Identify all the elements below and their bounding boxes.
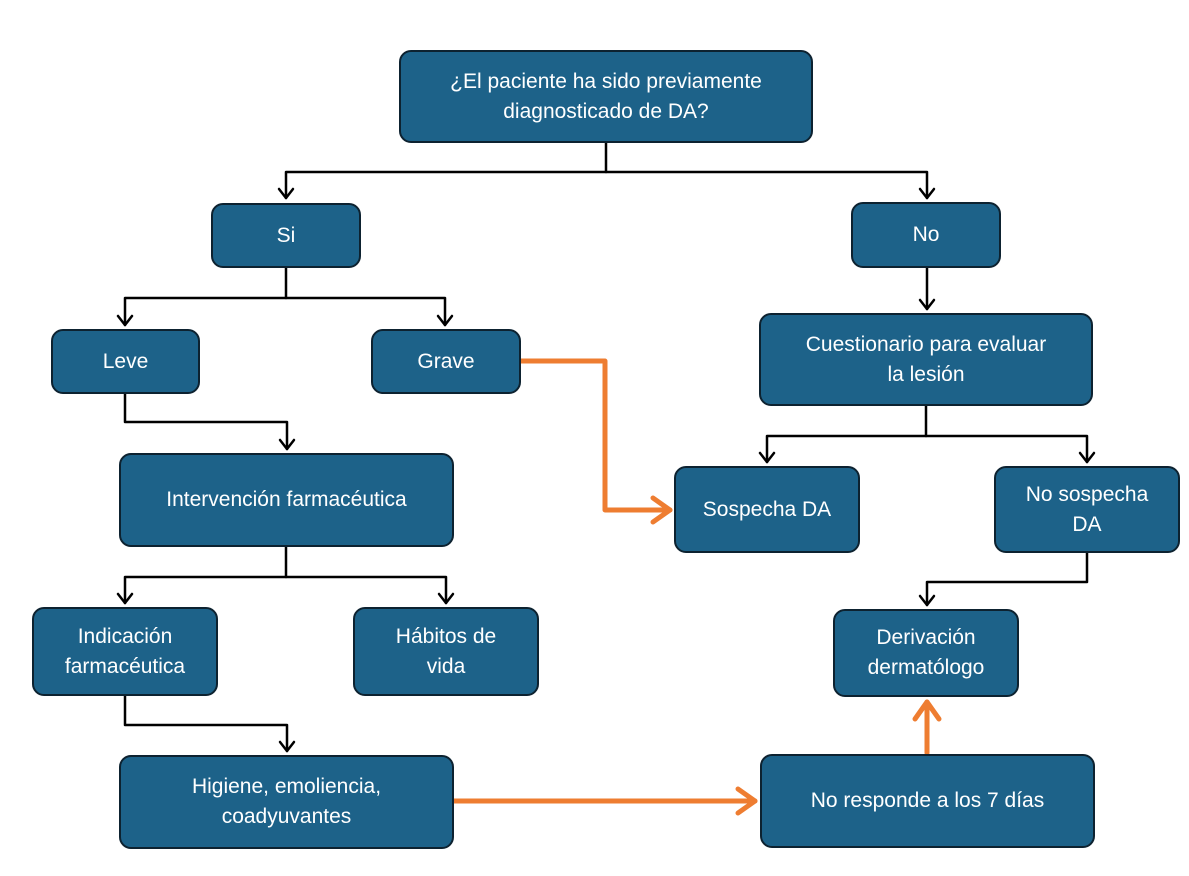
node-habitos: Hábitos de vida xyxy=(353,607,539,696)
arrowhead-no xyxy=(918,187,936,200)
arrowhead-cuestionario xyxy=(918,298,936,311)
arrowhead-derivacion xyxy=(918,594,936,607)
connector-si-leve xyxy=(123,266,288,327)
connector-cuestionario-nosospecha xyxy=(924,434,1089,464)
node-higiene: Higiene, emoliencia, coadyuvantes xyxy=(119,755,454,849)
arrowhead-highlight-sospecha xyxy=(650,495,673,525)
node-no-responde: No responde a los 7 días xyxy=(760,754,1095,848)
node-indicacion: Indicación farmacéutica xyxy=(32,607,218,696)
node-question: ¿El paciente ha sido previamente diagnos… xyxy=(399,50,813,143)
node-derivacion: Derivación dermatólogo xyxy=(833,609,1019,697)
node-si: Si xyxy=(211,203,361,268)
arrowhead-si xyxy=(277,187,295,200)
connector-intervencion-indicacion xyxy=(123,545,288,605)
connector-cuestionario-sospecha xyxy=(765,404,928,464)
arrowhead-leve xyxy=(116,314,134,327)
arrowhead-highlight-noresponde xyxy=(735,786,758,816)
arrowhead-intervencion xyxy=(278,438,296,451)
connector-intervencion-habitos xyxy=(284,575,448,605)
node-sospecha: Sospecha DA xyxy=(674,466,860,553)
arrowhead-highlight-derivacion xyxy=(912,699,942,722)
arrowhead-grave xyxy=(436,314,454,327)
connector-leve-intervencion xyxy=(123,392,289,451)
connector-question-si xyxy=(284,141,608,200)
arrowhead-sospecha xyxy=(758,451,776,464)
arrowhead-nosospecha xyxy=(1078,451,1096,464)
arrowhead-habitos xyxy=(437,592,455,605)
connector-indicacion-higiene xyxy=(123,694,289,753)
node-cuestionario: Cuestionario para evaluar la lesión xyxy=(759,313,1093,406)
connector-question-no xyxy=(604,170,929,200)
node-no-sospecha: No sospecha DA xyxy=(994,466,1180,553)
node-intervencion: Intervención farmacéutica xyxy=(119,453,454,547)
node-leve: Leve xyxy=(51,329,200,394)
arrowhead-higiene xyxy=(278,740,296,753)
connector-nosospecha-derivacion xyxy=(925,551,1089,607)
node-grave: Grave xyxy=(371,329,521,394)
connector-si-grave xyxy=(284,296,447,327)
node-no: No xyxy=(851,202,1001,268)
highlight-grave-sospecha xyxy=(518,358,673,513)
arrowhead-indicacion xyxy=(116,592,134,605)
